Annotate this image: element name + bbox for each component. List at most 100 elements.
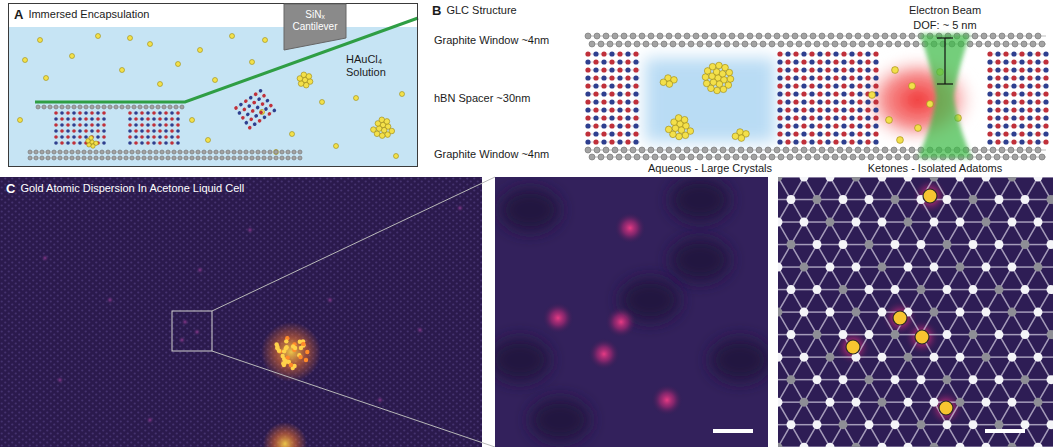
lattice-atom <box>1034 308 1043 317</box>
hbn-atom <box>841 91 846 96</box>
gold-atom <box>682 132 689 139</box>
hbn-atom <box>793 99 798 104</box>
graphite-atom <box>138 105 142 109</box>
graphite-atom <box>652 154 658 160</box>
hbn-atom <box>1043 99 1048 104</box>
hbn-atom <box>777 139 782 144</box>
graphite-atom <box>738 33 744 39</box>
graphite-atom <box>729 33 735 39</box>
hbn-atom <box>633 123 638 128</box>
graphite-atom <box>150 105 154 109</box>
hbn-atom <box>817 139 822 144</box>
graphite-atom <box>172 156 176 160</box>
hbn-atom <box>617 123 622 128</box>
gold-precursor <box>198 48 203 53</box>
hbn-atom <box>60 135 64 139</box>
graphite-atom <box>994 41 1000 47</box>
graphite-atom <box>196 150 200 154</box>
gold-precursor <box>334 144 339 149</box>
hbn-atom <box>237 110 242 115</box>
lattice-atom <box>1008 353 1017 362</box>
graphite-atom <box>184 156 188 160</box>
hbn-atom <box>1035 107 1040 112</box>
lattice-atom <box>787 285 796 294</box>
hbn-atom <box>817 131 822 136</box>
graphite-atom <box>1021 154 1027 160</box>
lattice-atom <box>917 240 926 249</box>
hbn-atom <box>849 83 854 88</box>
hbn-atom <box>995 115 1000 120</box>
graphite-atom <box>1017 33 1023 39</box>
graphite-atom <box>706 154 712 160</box>
solution <box>9 27 417 166</box>
hbn-atom <box>146 111 150 115</box>
gold-adatom-blob <box>605 306 637 338</box>
hbn-atom <box>633 75 638 80</box>
lattice-atom <box>800 263 809 272</box>
gold-atom <box>732 133 739 140</box>
graphite-atom <box>1030 41 1036 47</box>
hbn-atom <box>817 83 822 88</box>
hbn-atom <box>785 91 790 96</box>
hbn-atom <box>601 139 606 144</box>
graphite-atom <box>280 156 284 160</box>
cluster-atom <box>298 355 302 359</box>
hbn-atom <box>128 123 132 127</box>
graphite-atom <box>702 147 708 153</box>
graphite-atom <box>274 156 278 160</box>
hbn-atom <box>817 91 822 96</box>
hbn-atom <box>1043 67 1048 72</box>
graphite-atom <box>84 105 88 109</box>
graphite-atom <box>1012 41 1018 47</box>
graphite-atom <box>868 41 874 47</box>
hbn-atom <box>633 139 638 144</box>
hbn-atom <box>849 75 854 80</box>
cluster-atom <box>299 346 303 350</box>
hbn-atom <box>777 131 782 136</box>
hbn-atom <box>601 131 606 136</box>
hbn-atom <box>833 67 838 72</box>
graphite-atom <box>769 154 775 160</box>
layer-label: Graphite Window ~4nm <box>434 34 549 47</box>
graphite-atom <box>268 156 272 160</box>
hbn-atom <box>176 117 180 121</box>
lattice-atom <box>839 375 848 384</box>
hbn-atom <box>873 107 878 112</box>
graphite-atom <box>76 156 80 160</box>
hbn-atom <box>833 51 838 56</box>
hbn-atom <box>865 67 870 72</box>
hbn-atom <box>841 67 846 72</box>
hbn-atom <box>176 135 180 139</box>
hbn-atom <box>1019 75 1024 80</box>
hbn-atom <box>146 135 150 139</box>
lattice-atom <box>956 353 965 362</box>
cluster-atom <box>284 339 288 343</box>
hbn-atom <box>987 51 992 56</box>
beam-label: Electron Beam <box>909 4 981 17</box>
lattice-atom <box>826 218 835 227</box>
background-mottle <box>710 338 768 382</box>
hbn-atom <box>247 104 252 109</box>
gold-atom-marker <box>846 340 860 354</box>
graphite-atom <box>765 147 771 153</box>
lattice-atom <box>800 177 809 182</box>
hbn-atom <box>60 117 64 121</box>
graphite-atom <box>594 147 600 153</box>
graphite-atom <box>972 33 978 39</box>
hbn-atom <box>625 91 630 96</box>
graphite-atom <box>102 105 106 109</box>
lattice-atom <box>778 443 783 447</box>
graphite-atom <box>256 156 260 160</box>
faint-atom <box>193 328 201 336</box>
hbn-atom <box>1011 123 1016 128</box>
gold-atom <box>384 119 390 125</box>
graphite-atom <box>639 147 645 153</box>
hbn-atom <box>170 129 174 133</box>
hbn-atom <box>873 75 878 80</box>
lattice-atom <box>891 240 900 249</box>
hbn-atom <box>617 83 622 88</box>
gold-precursor <box>263 38 268 43</box>
lattice-atom <box>969 330 978 339</box>
lattice-atom <box>969 240 978 249</box>
hbn-atom <box>873 131 878 136</box>
